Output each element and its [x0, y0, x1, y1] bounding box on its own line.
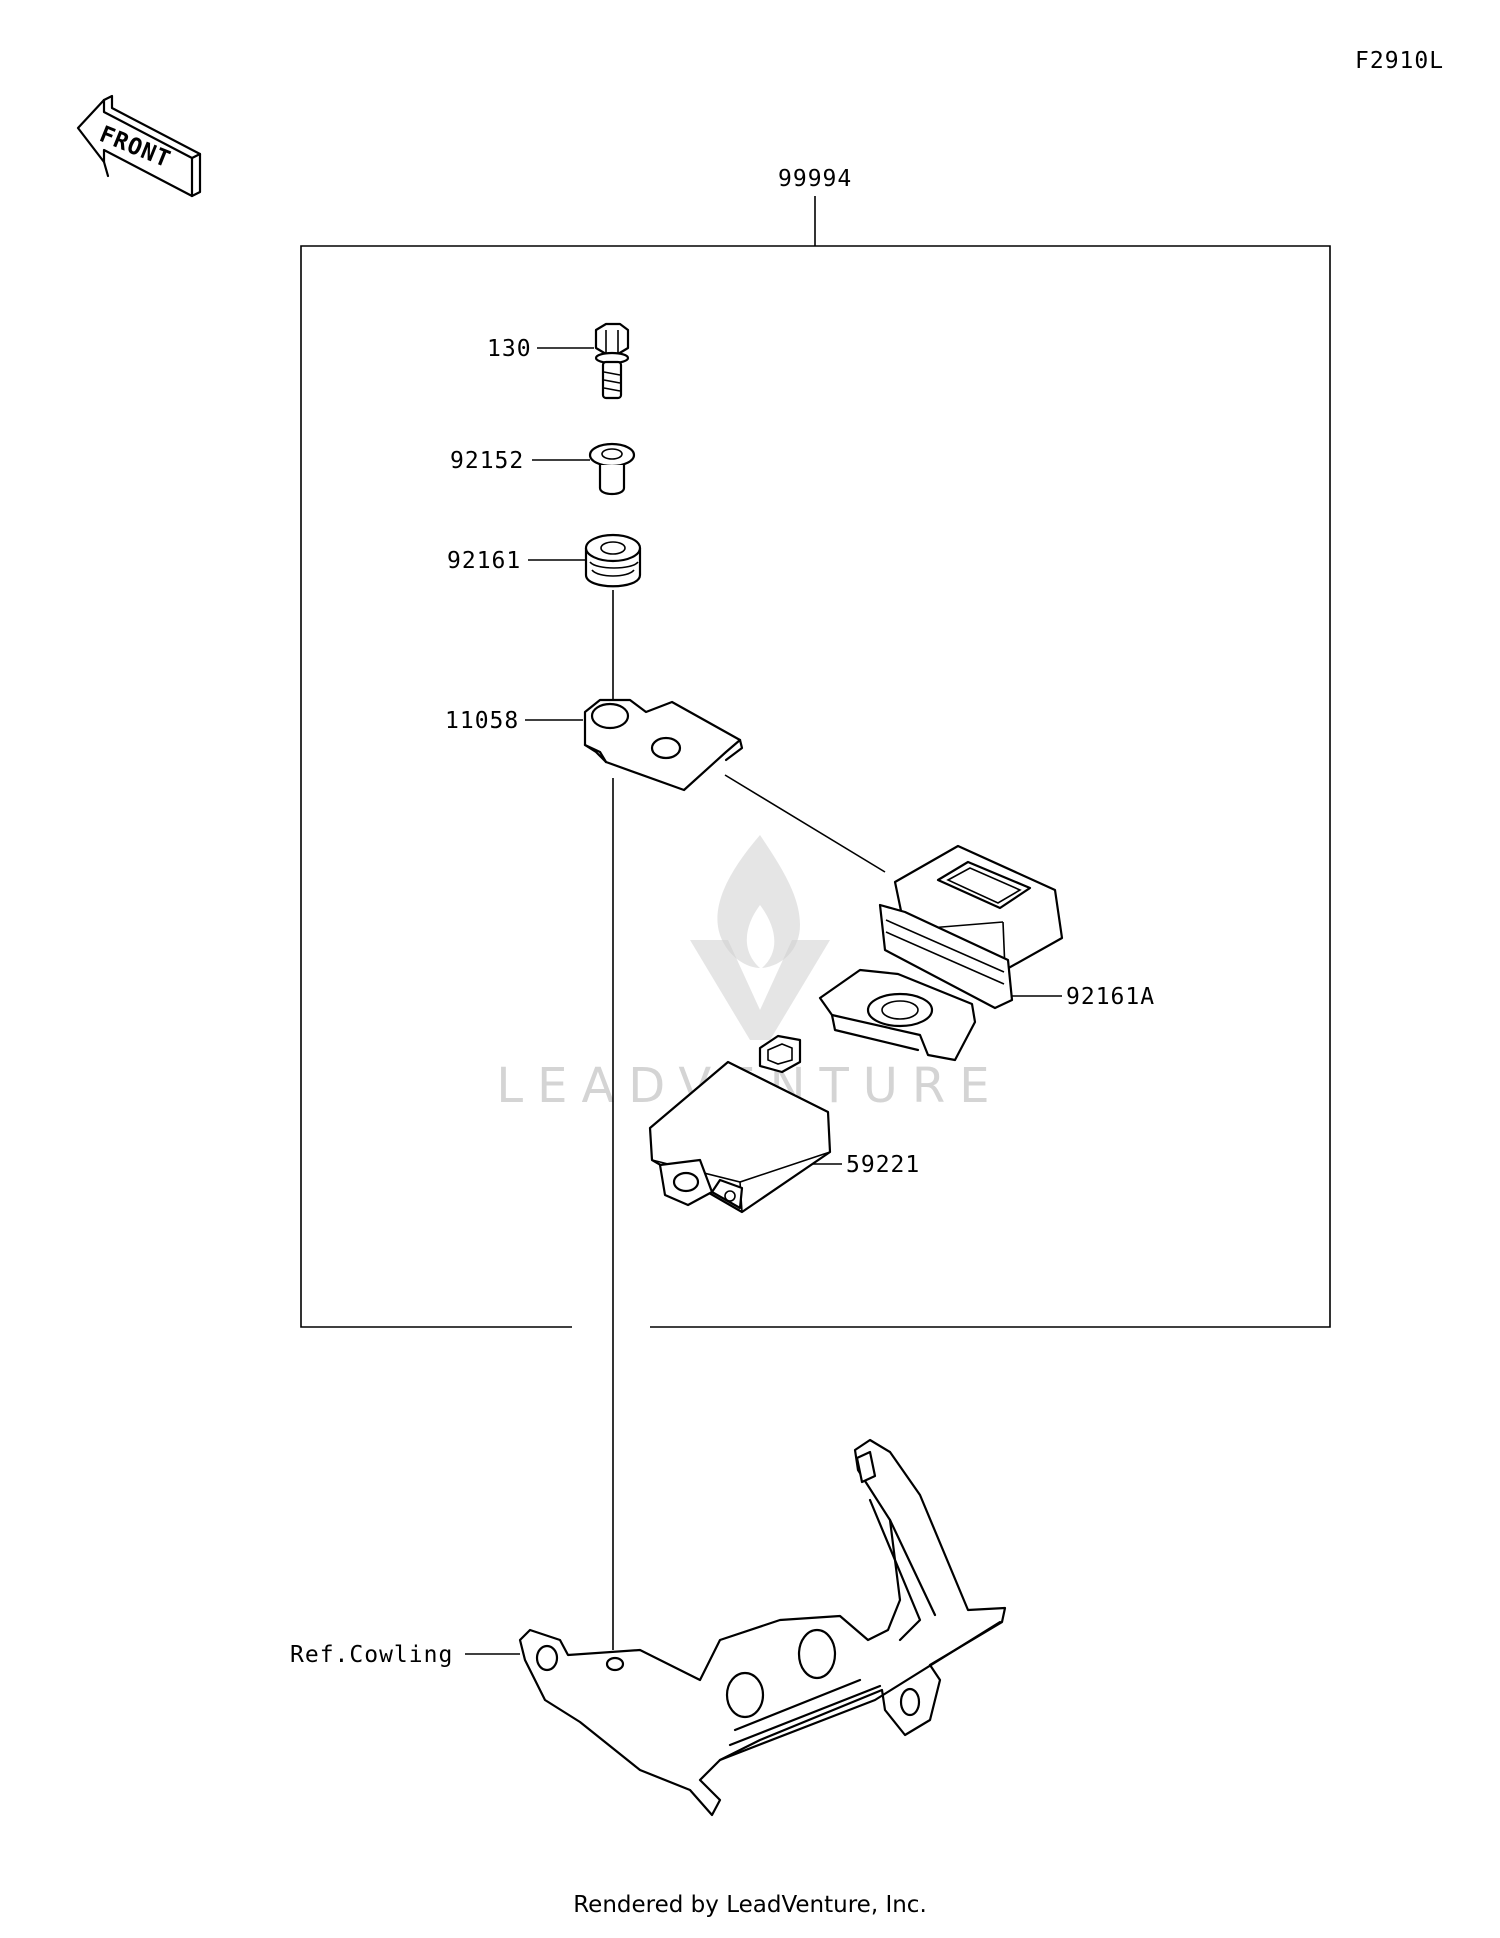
collar-icon — [588, 442, 636, 496]
diagram-code: F2910L — [1355, 48, 1444, 74]
label-11058: 11058 — [445, 708, 519, 734]
cowling-stay-icon — [518, 1438, 1007, 1817]
label-92161: 92161 — [447, 548, 521, 574]
rubber-cover-icon — [818, 844, 1064, 1062]
label-130: 130 — [487, 336, 532, 362]
label-92161a: 92161A — [1066, 984, 1155, 1010]
control-unit-icon — [648, 1034, 832, 1214]
bracket-icon — [583, 698, 744, 792]
footer-credit: Rendered by LeadVenture, Inc. — [573, 1892, 927, 1918]
bolt-icon — [594, 322, 630, 400]
damper-icon — [584, 533, 642, 588]
front-arrow-icon: FRONT — [76, 94, 202, 198]
assembly-frame — [300, 245, 1331, 1328]
label-92152: 92152 — [450, 448, 524, 474]
label-ref-cowling: Ref.Cowling — [290, 1642, 453, 1668]
assembly-part-number: 99994 — [778, 166, 852, 192]
label-59221: 59221 — [846, 1152, 920, 1178]
